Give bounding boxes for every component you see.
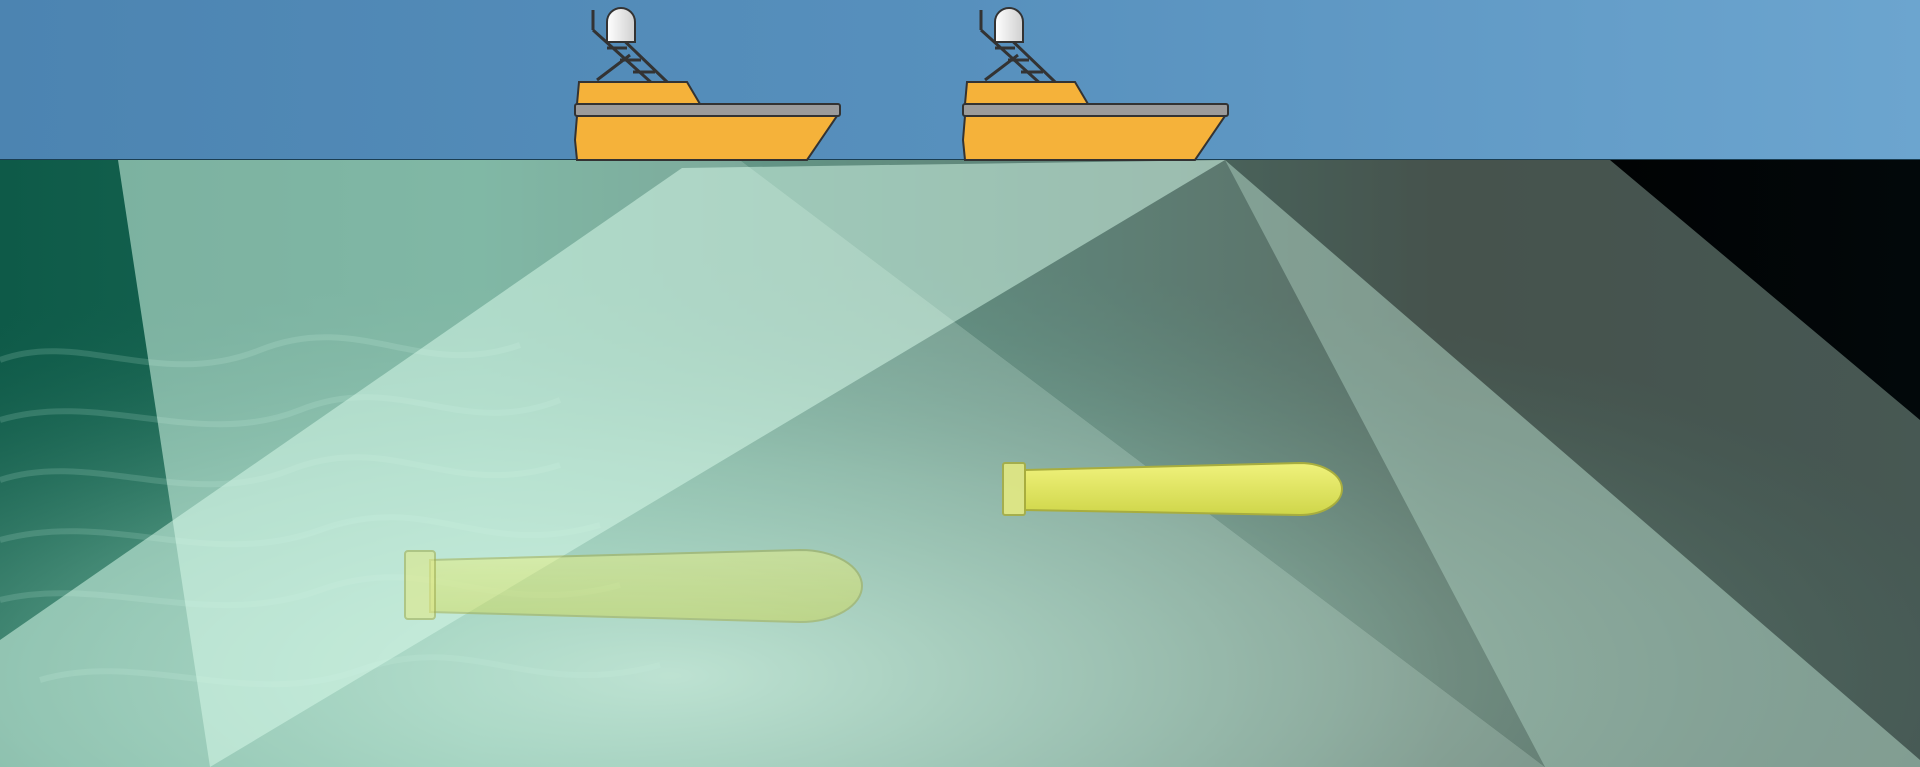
auv-icon xyxy=(405,550,862,622)
sky xyxy=(0,0,1920,160)
auv-1 xyxy=(405,550,862,622)
auv-2 xyxy=(1003,463,1342,515)
sonar-dome-icon xyxy=(995,8,1023,42)
sonar-beams xyxy=(0,160,1920,767)
sonar-dome-icon xyxy=(607,8,635,42)
auv-icon xyxy=(1003,463,1342,515)
